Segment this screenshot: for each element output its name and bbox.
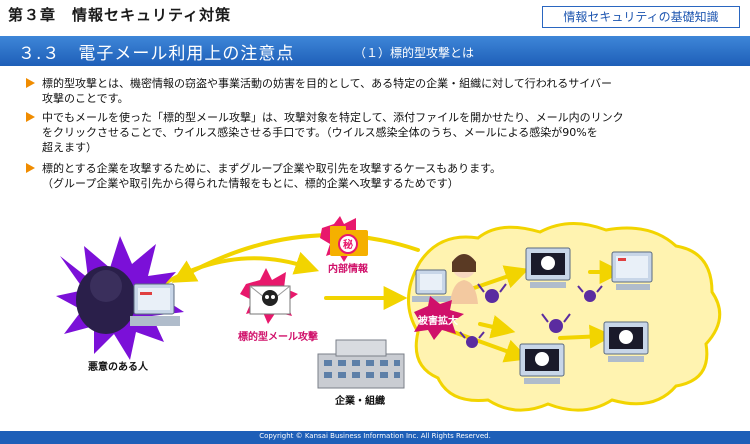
secret-stamp: 秘 (343, 238, 353, 251)
bullet-line: をクリックさせることで、ウイルス感染させる手口です。（ウイルス感染全体のうち、メ… (42, 126, 598, 139)
section-subtitle: （１）標的型攻撃とは (354, 46, 475, 60)
organization-label: 企業・組織 (334, 394, 385, 407)
bullet-item: 標的型攻撃とは、機密情報の窃盗や事業活動の妨害を目的として、ある特定の企業・組織… (26, 76, 736, 106)
section-title-bar: ３.３ 電子メール利用上の注意点 （１）標的型攻撃とは (0, 36, 750, 66)
chapter-title: 第３章 情報セキュリティ対策 (8, 6, 232, 24)
bullet-list: 標的型攻撃とは、機密情報の窃盗や事業活動の妨害を目的として、ある特定の企業・組織… (26, 76, 736, 195)
building-icon (317, 339, 405, 389)
virus-bug-icon (459, 331, 485, 348)
bullet-line: 超えます） (42, 141, 97, 154)
secret-folder-icon: 秘 (320, 216, 368, 262)
infected-pc-icon (611, 251, 653, 290)
section-title: ３.３ 電子メール利用上の注意点 (18, 44, 295, 64)
spread-label: 被害拡大 (418, 314, 458, 327)
bullet-line: 標的とする企業を攻撃するために、まずグループ企業や取引先を攻撃するケースもありま… (42, 162, 502, 175)
footer-bar: Copyright © Kansai Business Information … (0, 431, 750, 444)
bullet-item: 標的とする企業を攻撃するために、まずグループ企業や取引先を攻撃するケースもありま… (26, 161, 736, 191)
infected-pc-icon (525, 247, 571, 288)
targeted-mail-label: 標的型メール攻撃 (238, 330, 318, 343)
bullet-triangle-icon (26, 163, 35, 173)
bullet-triangle-icon (26, 78, 35, 88)
infection-cloud (407, 221, 722, 412)
copyright-text: Copyright © Kansai Business Information … (259, 432, 491, 440)
virus-bug-icon (477, 283, 507, 303)
bullet-line: 中でもメールを使った「標的型メール攻撃」は、攻撃対象を特定して、添付ファイルを開… (42, 111, 624, 124)
skull-mail-icon (240, 268, 298, 324)
bullet-line: （グループ企業や取引先から得られた情報をもとに、標的企業へ攻撃するためです） (42, 177, 459, 190)
infected-pc-icon (603, 321, 649, 362)
victim-employee-icon (412, 254, 478, 304)
bullet-triangle-icon (26, 112, 35, 122)
attack-arrows (148, 233, 624, 363)
bullet-item: 中でもメールを使った「標的型メール攻撃」は、攻撃対象を特定して、添付ファイルを開… (26, 110, 736, 155)
virus-bug-icon (577, 285, 603, 302)
attacker-label: 悪意のある人 (88, 360, 149, 373)
internal-info-label: 内部情報 (328, 262, 369, 275)
attacker-icon (56, 236, 184, 360)
top-header: 第３章 情報セキュリティ対策 情報セキュリティの基礎知識 (0, 0, 750, 30)
virus-bug-icon (541, 313, 571, 333)
bullet-line: 攻撃のことです。 (42, 92, 129, 105)
spread-label-burst (414, 296, 464, 340)
infected-pc-icon (519, 343, 565, 384)
bullet-line: 標的型攻撃とは、機密情報の窃盗や事業活動の妨害を目的として、ある特定の企業・組織… (42, 77, 613, 90)
course-badge: 情報セキュリティの基礎知識 (542, 6, 740, 28)
